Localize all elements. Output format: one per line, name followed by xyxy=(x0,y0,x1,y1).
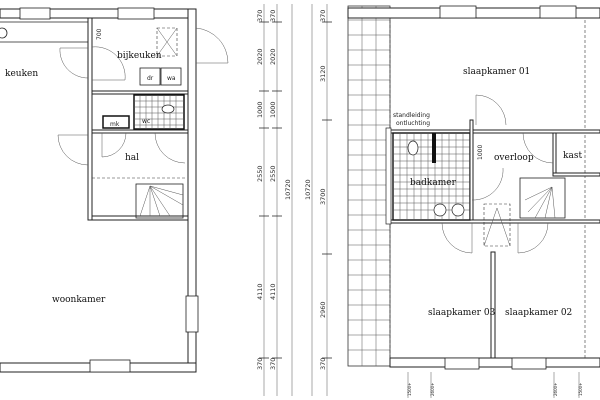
window xyxy=(439,5,477,19)
knee-wall-line xyxy=(389,20,586,358)
dim-label: 2550 xyxy=(256,165,264,182)
room-label-overloop: overloop xyxy=(494,153,534,163)
dim-label: 370 xyxy=(319,358,327,370)
window xyxy=(19,7,51,20)
loft-ladder xyxy=(483,207,511,247)
door-swing xyxy=(91,46,126,81)
dryer xyxy=(139,67,161,86)
sink xyxy=(0,27,8,39)
wc-tiles xyxy=(133,94,185,130)
stair-steps xyxy=(139,185,184,217)
dim-axis xyxy=(263,4,328,396)
room-label-woonkamer: woonkamer xyxy=(52,295,106,305)
room-label-slaapkamer-03: slaapkamer 03 xyxy=(428,308,496,318)
label-standleiding: standleiding xyxy=(393,112,430,119)
dim-label: 3120 xyxy=(319,65,327,82)
wall xyxy=(490,251,496,359)
dimension-lines: 370 2020 1000 2550 4110 370 370 2020 100… xyxy=(256,4,332,396)
room-label-slaapkamer-01: slaapkamer 01 xyxy=(463,67,530,77)
room-label-kast: kast xyxy=(563,151,582,161)
dim-total: 10720 xyxy=(304,179,312,200)
height-mark: 2600+ xyxy=(553,382,558,396)
height-mark: 1500+ xyxy=(407,382,412,396)
window xyxy=(117,7,155,20)
wall xyxy=(469,119,474,221)
toilet-icon xyxy=(407,140,419,156)
dim-label: 370 xyxy=(269,358,277,370)
label-ontluchting: ontluchting xyxy=(396,120,430,127)
dim-label: 370 xyxy=(269,10,277,22)
dim-label: 4110 xyxy=(256,283,264,300)
height-mark: 1500+ xyxy=(578,382,583,396)
label-mk: mk xyxy=(110,121,120,128)
dim-label: 2020 xyxy=(269,48,277,65)
washbasin-icon xyxy=(433,203,447,217)
roof-slope-left xyxy=(347,5,391,367)
label-dr: dr xyxy=(147,75,154,82)
door-swing xyxy=(154,132,186,164)
height-mark-lines xyxy=(407,372,580,398)
tile-grid xyxy=(393,133,470,220)
first-bottom-wall xyxy=(389,357,600,368)
skylight xyxy=(156,27,178,57)
washbasin-icon xyxy=(451,203,465,217)
door-swing xyxy=(471,167,504,201)
window xyxy=(511,357,547,370)
dim-label: 370 xyxy=(319,10,327,22)
wall xyxy=(91,129,189,134)
room-label-badkamer: badkamer xyxy=(410,178,457,188)
door-swing xyxy=(475,94,507,126)
toilet-icon xyxy=(161,104,175,114)
room-label-hal: hal xyxy=(125,153,139,163)
ground-floor-plan: keuken bijkeuken dr wa mk wc hal woonkam… xyxy=(0,7,229,373)
washer xyxy=(160,67,182,86)
wall xyxy=(91,90,189,95)
window xyxy=(539,5,577,19)
room-label-slaapkamer-02: slaapkamer 02 xyxy=(505,308,572,318)
front-door-swing xyxy=(195,27,229,64)
dim-label: 370 xyxy=(256,358,264,370)
room-label-keuken: keuken xyxy=(5,69,38,79)
dim-label: 2960 xyxy=(319,301,327,318)
door-swing xyxy=(59,47,89,79)
stair-steps xyxy=(524,186,556,219)
door-swing xyxy=(57,134,89,166)
roof-window xyxy=(385,127,392,225)
window xyxy=(185,295,199,333)
staircase xyxy=(135,183,184,219)
dim-label: 1000 xyxy=(256,101,264,118)
dim-label: 370 xyxy=(256,10,264,22)
dim-label: 3700 xyxy=(319,188,327,205)
roof-hatching xyxy=(348,6,390,366)
wall xyxy=(552,172,600,177)
door-swing xyxy=(101,132,127,158)
door-swing xyxy=(522,132,554,164)
ground-interior-wall xyxy=(87,17,93,221)
window xyxy=(444,357,480,370)
door-swing xyxy=(441,222,473,254)
dim-label: 1000 xyxy=(269,101,277,118)
dim-label: 4110 xyxy=(269,283,277,300)
dim-700: 700 xyxy=(96,28,103,40)
kitchen-counter xyxy=(0,21,88,43)
height-mark: 2600+ xyxy=(430,382,435,396)
first-floor-plan: slaapkamer 01 standleiding ontluchting b… xyxy=(347,5,600,398)
label-wc: wc xyxy=(142,118,150,125)
window xyxy=(89,359,131,373)
meter-cupboard xyxy=(102,115,130,129)
skylight-cross xyxy=(156,27,178,57)
staircase xyxy=(519,177,566,219)
dim-label: 2550 xyxy=(269,165,277,182)
shaft xyxy=(432,133,436,163)
wall xyxy=(552,132,557,174)
dim-label: 2020 xyxy=(256,48,264,65)
door-swing xyxy=(517,222,549,254)
room-label-bijkeuken: bijkeuken xyxy=(117,51,162,61)
label-wa: wa xyxy=(167,75,176,82)
dim-ticks xyxy=(259,21,332,359)
dim-total: 10720 xyxy=(284,179,292,200)
dim-1000: 1000 xyxy=(477,145,484,160)
loft-hatch xyxy=(483,203,511,247)
